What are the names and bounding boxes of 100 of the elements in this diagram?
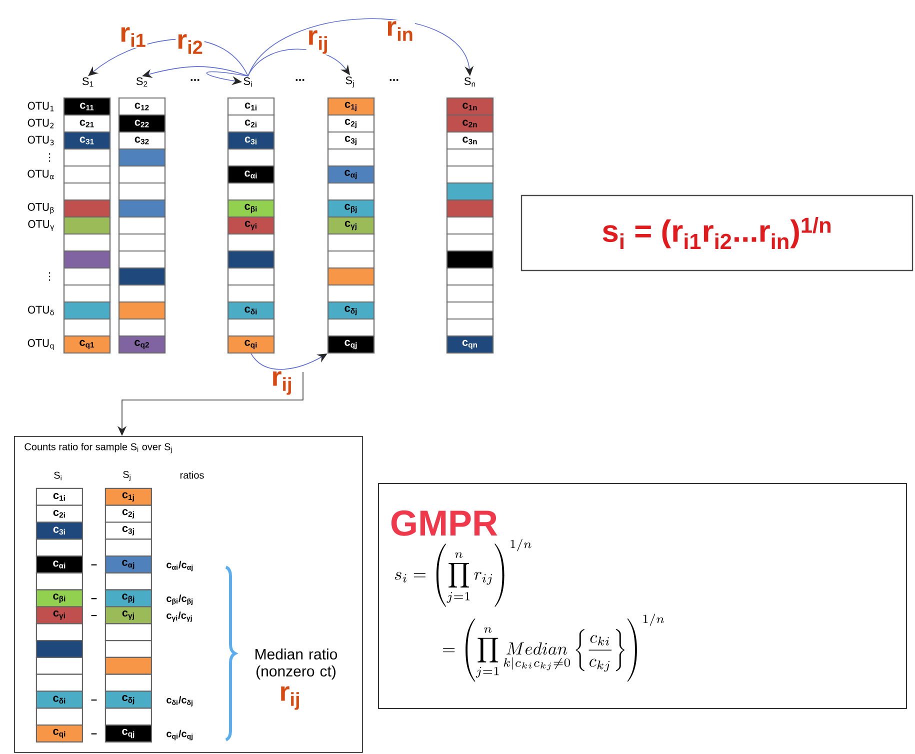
sample-label: S$_{n}$ (464, 77, 476, 87)
row-label: ⋮ (49, 153, 50, 162)
row-label: OTU$_{δ}$ (28, 306, 54, 316)
ellipsis: ... (296, 79, 304, 81)
count-cell: c$_{αj}$ (104, 556, 152, 574)
count-cell: c$_{αi}$ (36, 556, 83, 574)
count-cell: c$_{3i}$ (36, 522, 83, 540)
count-cell (104, 674, 152, 692)
count-cell (104, 623, 152, 642)
count-cell: c$_{11}$ (63, 97, 111, 116)
count-cell: c$_{22}$ (118, 114, 166, 133)
count-cell (104, 640, 152, 658)
count-cell (36, 656, 83, 675)
count-cell: c$_{2n}$ (446, 114, 494, 133)
count-cell (118, 148, 166, 167)
curved-arrow (250, 353, 328, 370)
count-cell (36, 708, 83, 726)
count-cell (118, 318, 166, 337)
count-cell: c$_{2i}$ (36, 504, 83, 523)
count-cell: c$_{δi}$ (36, 690, 83, 709)
count-cell (227, 182, 275, 201)
count-cell: c$_{βj}$ (327, 199, 375, 218)
ratio-symbol: r$_{ij}$ (281, 686, 299, 710)
ratio-label: c$_{qi}$/c$_{qj}$ (166, 730, 193, 740)
row-label: OTU$_{3}$ (28, 136, 54, 146)
count-cell (63, 182, 111, 201)
count-cell (446, 233, 494, 252)
count-cell (446, 250, 494, 269)
count-cell: c$_{2i}$ (227, 114, 275, 133)
count-cell (227, 267, 275, 286)
count-cell (104, 538, 152, 557)
count-cell (446, 267, 494, 286)
formula-box: GMPR $s_i = \left(\prod_{j=1}^{n} r_{ij}\right)^{1/n}$ $= \left(\prod_{j=1}^{n} \mathop{Median}\limits_{k|c_{ki}c_{kj}\neq 0}\left\{\frac{c_{ki}}{c_{kj}}\right\}\right)^{1/n}$ (378, 483, 907, 709)
count-cell (327, 318, 375, 337)
count-cell (36, 572, 83, 590)
column-label: S$_{i}$ (54, 472, 62, 480)
count-cell (118, 182, 166, 201)
count-cell (446, 318, 494, 337)
count-cell: c$_{3j}$ (327, 131, 375, 150)
ellipsis: ... (390, 79, 398, 81)
column-label: S$_{j}$ (123, 470, 130, 482)
count-cell (36, 623, 83, 642)
count-cell (63, 233, 111, 252)
count-cell (227, 284, 275, 303)
count-cell: c$_{12}$ (118, 97, 166, 116)
count-cell (446, 165, 494, 184)
edge-label: r$_{i1}$ (118, 26, 148, 48)
count-cell (327, 284, 375, 303)
count-cell: c$_{βi}$ (36, 589, 83, 608)
count-cell: c$_{αj}$ (327, 165, 375, 184)
minus-sign: – (91, 564, 97, 566)
count-cell: c$_{qi}$ (36, 724, 83, 742)
row-label: OTU$_{2}$ (28, 118, 54, 128)
ratio-label: c$_{γi}$/c$_{γj}$ (166, 612, 192, 622)
count-cell: c$_{δj}$ (104, 690, 152, 709)
column-label: ratios (180, 471, 204, 479)
count-cell: c$_{q2}$ (118, 335, 166, 354)
count-cell: c$_{αi}$ (227, 165, 275, 184)
count-cell (118, 284, 166, 303)
edge-label: r$_{in}$ (385, 20, 415, 42)
count-cell: c$_{δi}$ (227, 301, 275, 320)
count-cell (227, 250, 275, 269)
count-cell: c$_{1i}$ (227, 97, 275, 116)
row-label: OTU$_{q}$ (28, 339, 54, 350)
count-cell (227, 318, 275, 337)
count-cell (36, 538, 83, 557)
ratio-label: c$_{αi}$/c$_{αj}$ (166, 560, 193, 572)
formula-box: s$_{i}$ = (r$_{i1}$r$_{i2}$...r$_{in}$)$^{1/n}$ (520, 194, 914, 272)
count-cell: c$_{qj}$ (327, 335, 375, 354)
sample-label: S$_{1}$ (82, 77, 94, 87)
count-cell (118, 233, 166, 252)
count-cell (327, 148, 375, 167)
count-cell: c$_{3n}$ (446, 131, 494, 150)
count-cell: c$_{γj}$ (327, 216, 375, 235)
count-cell (118, 199, 166, 218)
count-cell (63, 148, 111, 167)
count-cell: c$_{βi}$ (227, 199, 275, 218)
minus-sign: – (91, 700, 97, 701)
count-cell (327, 250, 375, 269)
count-cell (446, 301, 494, 320)
count-cell: c$_{31}$ (63, 131, 111, 150)
count-cell (63, 199, 111, 218)
count-cell: c$_{2j}$ (327, 114, 375, 133)
minus-sign: – (91, 615, 97, 616)
count-cell (446, 182, 494, 201)
count-cell: c$_{2j}$ (104, 504, 152, 523)
minus-sign: – (91, 733, 97, 734)
count-cell (446, 148, 494, 167)
count-cell (63, 301, 111, 320)
count-cell (63, 165, 111, 184)
count-cell (63, 318, 111, 337)
row-label: OTU$_{β}$ (28, 202, 54, 214)
count-cell (118, 165, 166, 184)
row-label: OTU$_{α}$ (28, 170, 54, 180)
count-cell (118, 250, 166, 269)
count-cell (227, 233, 275, 252)
count-cell (63, 216, 111, 235)
count-cell (104, 572, 152, 590)
count-cell: c$_{1n}$ (446, 97, 494, 116)
count-cell (36, 640, 83, 658)
